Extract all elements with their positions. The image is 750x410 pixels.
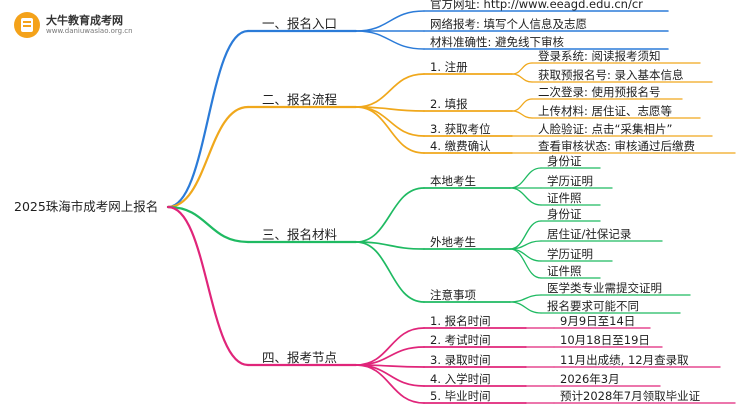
sub-link xyxy=(355,241,425,250)
branch-link xyxy=(166,205,250,367)
leaf-label: 查看审核状态: 审核通过后缴费 xyxy=(538,139,696,153)
leaf-link xyxy=(355,30,425,50)
leaf-label: 上传材料: 居住证、志愿等 xyxy=(538,104,673,118)
root-topic: 2025珠海市成考网上报名 xyxy=(14,199,159,214)
leaf-label: 报名要求可能不同 xyxy=(547,299,639,313)
brand-site: www.daniuwaslao.org.cn xyxy=(46,27,133,35)
leaf-label: 官方网址: http://www.eeagd.edu.cn/cr xyxy=(430,0,643,11)
sub-label: 3. 获取考位 xyxy=(430,122,491,136)
leaf-link xyxy=(509,187,542,206)
leaf-label: 材料准确性: 避免线下审核 xyxy=(430,35,565,49)
sub-link xyxy=(355,241,425,303)
branch-link xyxy=(166,29,250,209)
leaf-link xyxy=(355,10,425,32)
leaf-label: 登录系统: 阅读报考须知 xyxy=(538,49,661,63)
leaf-label: 9月9日至14日 xyxy=(560,314,636,328)
sub-link xyxy=(355,187,425,243)
leaf-label: 10月18日至19日 xyxy=(560,333,650,347)
leaf-label: 人脸验证: 点击“采集相片” xyxy=(538,122,673,136)
leaf-link xyxy=(509,248,542,279)
sub-label: 2. 考试时间 xyxy=(430,333,491,347)
leaf-label: 获取预报名号: 录入基本信息 xyxy=(538,68,684,82)
branch-label: 一、报名入口 xyxy=(262,16,338,31)
sub-link xyxy=(355,364,425,404)
leaf-label: 身份证 xyxy=(547,154,582,168)
leaf-label: 预计2028年7月领取毕业证 xyxy=(560,389,701,403)
branch-label: 四、报考节点 xyxy=(262,350,338,365)
leaf-label: 二次登录: 使用预报名号 xyxy=(538,85,661,99)
leaf-link xyxy=(509,294,542,303)
leaf-link xyxy=(511,62,533,75)
sub-link xyxy=(355,327,425,366)
leaf-label: 2026年3月 xyxy=(560,372,620,386)
brand-name: 大牛教育成考网 xyxy=(46,14,123,27)
sub-label: 外地考生 xyxy=(430,235,476,249)
sub-label: 3. 录取时间 xyxy=(430,353,491,367)
leaf-label: 网络报考: 填写个人信息及志愿 xyxy=(430,17,588,31)
leaf-label: 11月出成绩, 12月查录取 xyxy=(560,353,689,367)
branch-link xyxy=(166,105,250,209)
branch-link xyxy=(166,205,250,244)
leaf-link xyxy=(511,98,533,112)
branch-label: 三、报名材料 xyxy=(262,227,338,242)
sub-link xyxy=(355,73,425,108)
leaf-label: 学历证明 xyxy=(547,247,593,261)
leaf-label: 学历证明 xyxy=(547,174,593,188)
leaf-label: 居住证/社保记录 xyxy=(547,227,632,241)
sub-label: 1. 报名时间 xyxy=(430,314,491,328)
leaf-link xyxy=(509,248,542,262)
leaf-link xyxy=(509,301,542,314)
sub-link xyxy=(355,346,425,366)
leaf-label: 身份证 xyxy=(547,207,582,221)
book-icon xyxy=(14,12,40,38)
sub-link xyxy=(355,106,425,154)
leaf-link xyxy=(511,73,533,83)
book-lines xyxy=(23,21,31,23)
sub-label: 2. 填报 xyxy=(430,97,468,111)
sub-label: 5. 毕业时间 xyxy=(430,389,491,403)
sub-label: 4. 缴费确认 xyxy=(430,139,491,153)
leaf-label: 医学类专业需提交证明 xyxy=(547,281,662,295)
sub-label: 本地考生 xyxy=(430,174,476,188)
sub-label: 4. 入学时间 xyxy=(430,372,491,386)
sub-label: 注意事项 xyxy=(430,288,476,302)
branch-label: 二、报名流程 xyxy=(262,92,338,107)
leaf-label: 证件照 xyxy=(547,191,582,205)
leaf-link xyxy=(509,167,542,189)
sub-label: 1. 注册 xyxy=(430,60,468,74)
leaf-label: 证件照 xyxy=(547,264,582,278)
leaf-link xyxy=(511,110,533,119)
